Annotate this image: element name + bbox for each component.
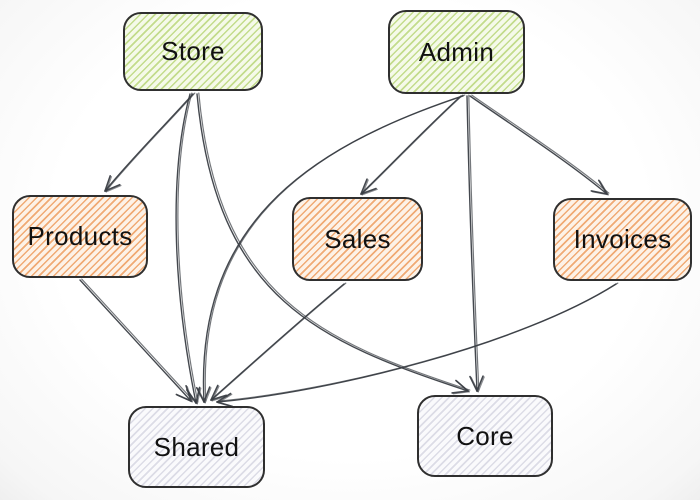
node-label-store: Store	[161, 36, 225, 66]
node-label-sales: Sales	[324, 223, 391, 254]
edge-admin-invoices	[469, 94, 610, 196]
edge-admin-shared	[195, 94, 466, 404]
edge-store-products	[104, 92, 196, 193]
node-shared: Shared	[128, 406, 265, 488]
edge-products-shared	[79, 278, 194, 403]
node-core: Core	[417, 395, 553, 477]
edge-store-shared	[175, 92, 202, 405]
node-invoices: Invoices	[553, 198, 692, 281]
edge-admin-sales	[360, 94, 464, 196]
edge-invoices-shared	[216, 282, 619, 408]
node-label-admin: Admin	[418, 36, 495, 67]
node-products: Products	[12, 195, 148, 278]
node-label-products: Products	[27, 221, 133, 251]
node-label-invoices: Invoices	[573, 224, 672, 254]
node-admin: Admin	[388, 10, 525, 94]
node-label-core: Core	[456, 420, 514, 451]
node-sales: Sales	[292, 197, 423, 281]
edge-store-core	[196, 92, 471, 395]
edge-sales-shared	[210, 282, 347, 402]
node-store: Store	[123, 12, 263, 91]
edge-admin-core	[466, 94, 485, 393]
node-label-shared: Shared	[153, 431, 240, 462]
